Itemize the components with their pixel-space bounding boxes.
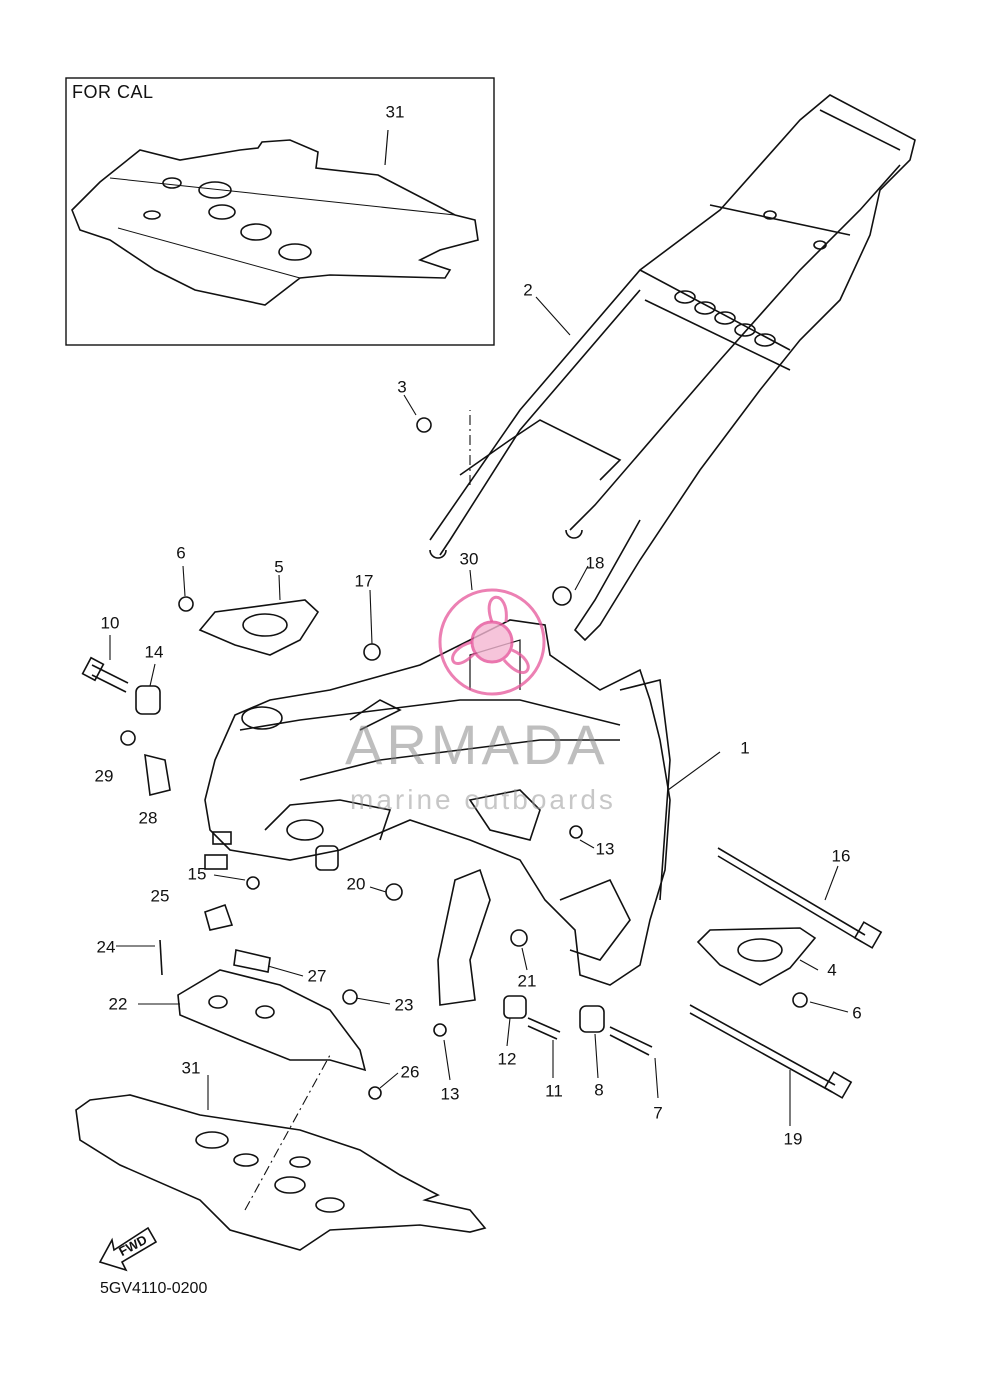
skid-hole [233, 1153, 259, 1167]
bolt-head [853, 921, 883, 949]
leader-lines [109, 296, 849, 1126]
collar [315, 845, 339, 871]
callout-label: 26 [400, 1062, 420, 1082]
pad-27 [233, 949, 271, 973]
callout-label: 18 [585, 553, 605, 573]
rivet-24 [159, 939, 163, 976]
inset-box [65, 77, 495, 346]
bolt-3 [416, 417, 432, 433]
bolt-13 [433, 1023, 447, 1037]
inset-hole [143, 210, 161, 220]
engine-bracket-4 [696, 927, 817, 986]
inset-hole [278, 243, 312, 261]
collar-21 [510, 929, 528, 947]
assembly-line [244, 1054, 331, 1211]
bolt-head [823, 1071, 853, 1099]
callout-label: 30 [459, 549, 479, 569]
bolt-head [81, 656, 105, 682]
drawing-code: 5GV4110-0200 [100, 1280, 208, 1297]
inset-leader [384, 129, 389, 166]
callout-label: 28 [138, 808, 158, 828]
inset-title: FOR CAL [72, 82, 154, 102]
callout-label: 16 [831, 846, 851, 866]
bolt-11 [527, 1017, 561, 1040]
bolt-7 [609, 1026, 653, 1056]
long-bolt-19 [689, 1004, 836, 1093]
inset-hole [240, 223, 272, 241]
inset-fold-line [117, 227, 301, 279]
fwd-arrow-icon [98, 1226, 158, 1272]
watermark-brand: ARMADA [345, 713, 609, 776]
bracket-22 [177, 969, 367, 1072]
callout-label: 2 [523, 280, 533, 300]
watermark-logo-icon [438, 588, 546, 696]
long-bolt-16 [717, 847, 866, 943]
callout-label: 20 [346, 874, 366, 894]
collar-12 [503, 995, 527, 1019]
bracket-hole [255, 1005, 275, 1019]
collar-14 [135, 685, 161, 715]
bolt-29 [120, 730, 136, 746]
callout-label: 22 [108, 994, 128, 1014]
callout-label: 21 [517, 971, 537, 991]
callout-label: 13 [440, 1084, 460, 1104]
callout-label: 27 [307, 966, 327, 986]
bracket-28 [144, 753, 171, 796]
skid-hole [289, 1156, 311, 1168]
callout-label: 23 [394, 995, 414, 1015]
bolt-23 [342, 989, 358, 1005]
callout-label: 15 [187, 864, 207, 884]
inset-skid-plate [71, 139, 479, 306]
callout-label: 4 [827, 960, 837, 980]
rear-subframe [429, 94, 916, 642]
skid-hole [195, 1131, 229, 1149]
callout-label: 5 [274, 557, 284, 577]
callout-label: 11 [545, 1081, 563, 1101]
bolt-26 [368, 1086, 382, 1100]
inset-hole [162, 177, 182, 189]
bolt-6 [792, 992, 808, 1008]
bolt-10 [91, 664, 129, 693]
callout-label: 8 [594, 1080, 604, 1100]
callout-label: 24 [96, 937, 116, 957]
bracket-hole [737, 938, 783, 962]
callout-label: 12 [497, 1049, 517, 1069]
bolt-15 [246, 876, 260, 890]
clamp-25 [204, 903, 234, 931]
callout-label: 25 [150, 886, 170, 906]
watermark-tagline: marine outboards [350, 784, 616, 815]
bolt-6 [178, 596, 194, 612]
inset-fold-line [109, 177, 456, 216]
callout-label: 6 [852, 1003, 862, 1023]
callout-label: 31 [181, 1058, 201, 1078]
callout-label: 19 [783, 1129, 803, 1149]
skid-plate-31 [75, 1094, 487, 1251]
bolt-18 [552, 586, 572, 606]
nut-17 [363, 643, 381, 661]
inset-hole [198, 181, 232, 199]
callout-label: 3 [397, 377, 407, 397]
callout-label: 10 [100, 613, 120, 633]
callout-label: 14 [144, 642, 164, 662]
callout-label: 1 [740, 738, 750, 758]
callout-label: 7 [653, 1103, 663, 1123]
inset-hole [208, 204, 236, 220]
callout-label: 13 [595, 839, 615, 859]
stay [437, 868, 491, 1006]
engine-bracket-5 [198, 599, 320, 656]
callout-label: 6 [176, 543, 186, 563]
skid-hole [315, 1197, 345, 1213]
bracket-hole [208, 995, 228, 1009]
inset-part-label: 31 [385, 102, 405, 122]
callout-label: 29 [94, 766, 114, 786]
bracket-hole [242, 613, 288, 637]
skid-hole [274, 1176, 306, 1194]
callout-label: 17 [354, 571, 374, 591]
nut-20 [385, 883, 403, 901]
bolt-13 [569, 825, 583, 839]
collar-8 [579, 1005, 605, 1033]
